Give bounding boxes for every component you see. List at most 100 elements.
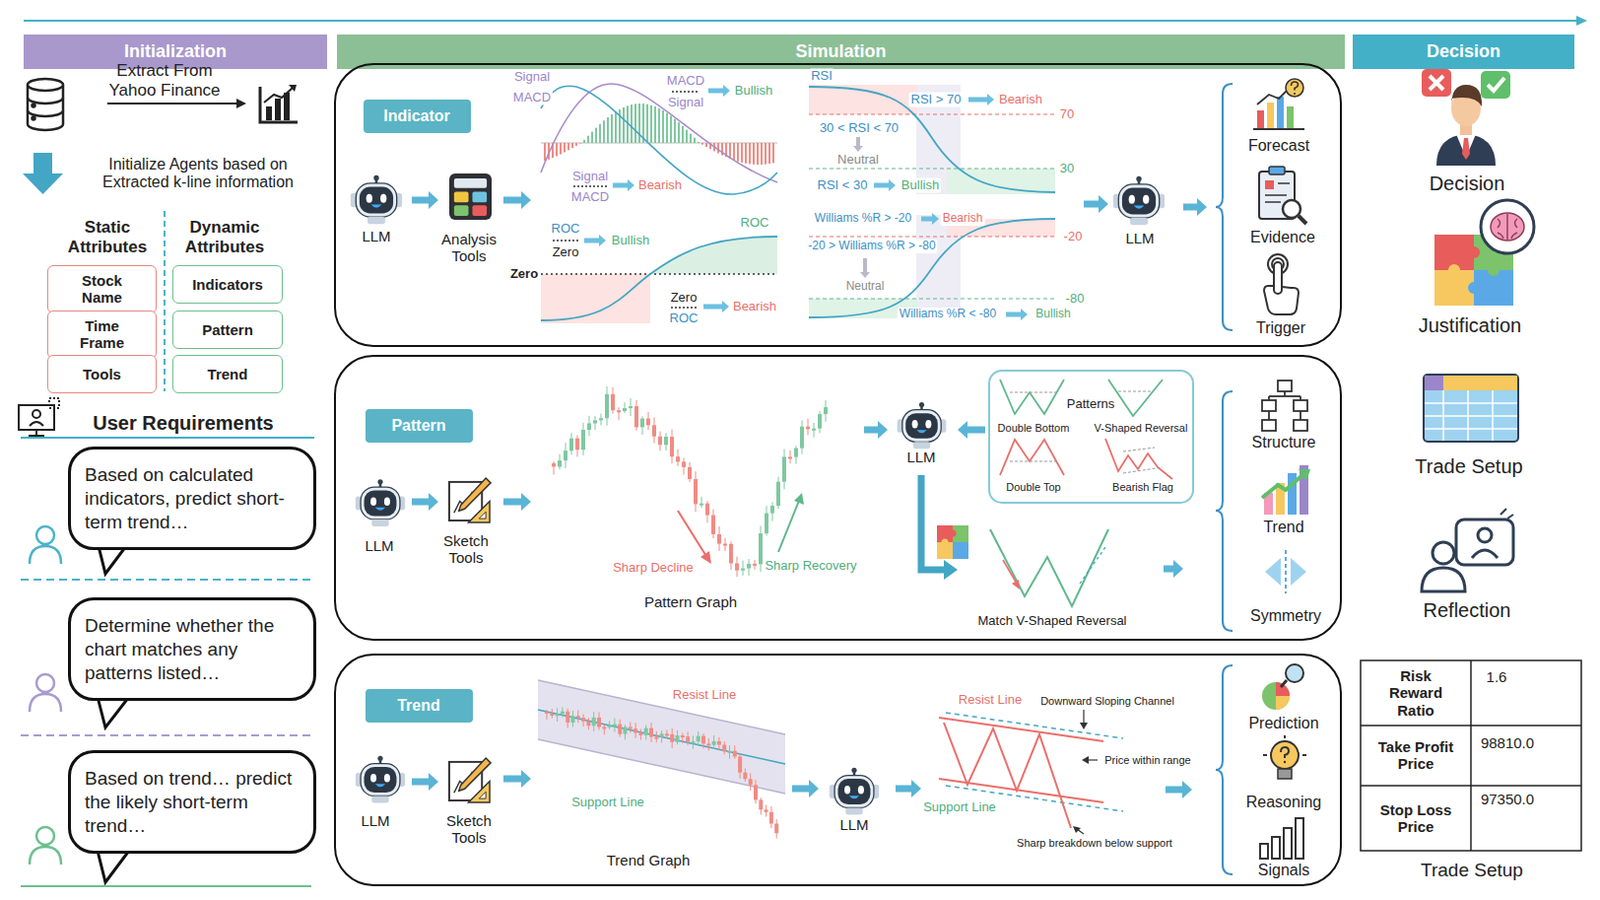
williams-chart-part <box>808 235 1056 237</box>
channel-sketch-part <box>1079 722 1088 730</box>
label-text: Trigger <box>1256 319 1306 337</box>
label-text: 30 < RSI < 70 <box>817 121 901 136</box>
structure-icon-part <box>1293 419 1308 431</box>
macd-histogram-part <box>744 142 747 164</box>
timeline-arrow-part <box>23 19 1577 22</box>
signals-icon <box>1260 817 1304 859</box>
structure-icon-part <box>1267 410 1270 420</box>
user-icon-part <box>29 846 62 865</box>
monitor-icon-part <box>29 421 44 426</box>
symmetry-icon-part <box>1284 549 1287 594</box>
label-text: MACD <box>569 190 611 205</box>
candles-part <box>640 418 645 428</box>
reasoning-icon-part <box>1270 740 1299 769</box>
label-text: -20 > Williams %R > -80 <box>805 239 937 254</box>
candlestick-chart-part <box>794 492 804 505</box>
match-arrow-head <box>943 559 958 580</box>
label-text: Prediction <box>1248 714 1319 733</box>
candles-part <box>576 715 581 718</box>
label-text: Symmetry <box>1250 606 1322 625</box>
symmetry-icon-part <box>1290 557 1307 586</box>
pattern-thumbnails-part <box>1105 438 1173 479</box>
user-icon-part <box>36 526 55 544</box>
label-text: Downward Sloping Channel <box>1038 694 1177 708</box>
macd-histogram-part <box>736 142 739 162</box>
database-icon-part <box>32 104 36 108</box>
macd-histogram-part <box>689 133 692 143</box>
label-text: Trend <box>1263 518 1304 536</box>
macd-histogram-part <box>555 142 558 156</box>
macd-histogram-part <box>591 132 594 143</box>
signal-arrow-part <box>853 136 864 152</box>
label-text: Reasoning <box>1246 793 1323 811</box>
prediction-icon-part <box>1280 679 1287 687</box>
candles-part <box>681 461 686 467</box>
channel-sketch-part <box>1082 709 1084 724</box>
robot-icon-part <box>829 767 879 815</box>
candles-part <box>681 733 683 743</box>
forecast-icon-part <box>1276 96 1284 129</box>
flow-arrow-part <box>503 191 532 209</box>
decision-icon <box>1421 68 1511 166</box>
chart-icon <box>260 84 298 123</box>
signal-arrow-part <box>584 234 606 247</box>
channel-sketch <box>938 709 1124 834</box>
candles-part <box>712 740 717 745</box>
database-icon-part <box>32 117 36 121</box>
v-pattern-match-part <box>1011 579 1020 590</box>
trigger-icon <box>1264 254 1299 315</box>
node-text: Tools <box>82 365 122 383</box>
trend-icon-part <box>1262 474 1303 498</box>
pattern-thumbnails-part <box>1108 379 1163 416</box>
label-text: Risk Reward Ratio <box>1381 666 1451 719</box>
candles-part <box>546 709 548 720</box>
label-text: Bullish <box>733 83 775 99</box>
candles-part <box>753 784 758 800</box>
label-text: MACD <box>665 73 707 89</box>
signal-arrow-part <box>873 179 896 192</box>
candles-part <box>664 436 668 445</box>
label-text: Take Profit Price <box>1371 737 1461 773</box>
puzzle-icon <box>936 525 969 559</box>
candles-part <box>722 744 727 752</box>
static-attribute-box: Time Frame <box>47 310 157 359</box>
candles-part <box>685 735 690 741</box>
justification-icon <box>1434 200 1534 306</box>
justification-icon-part <box>1480 200 1534 254</box>
macd-chart-part <box>540 83 778 183</box>
label-text: Forecast <box>1248 136 1310 155</box>
justification-icon-part <box>1497 213 1518 240</box>
signal-arrow <box>584 84 1028 321</box>
label-text: Bullish <box>899 178 941 194</box>
signal-arrow-part <box>968 93 995 106</box>
candles-part <box>742 560 744 576</box>
candles-part <box>592 717 597 726</box>
signal-arrow-part <box>1005 308 1028 321</box>
label-text: -80 <box>1064 291 1087 307</box>
candles-part <box>565 711 570 723</box>
decision-icon-part <box>1451 84 1482 107</box>
label-text: Zero <box>508 266 540 282</box>
roc-chart-part <box>540 273 651 324</box>
node-text: Time Frame <box>67 317 137 352</box>
label-text: Double Bottom <box>996 421 1072 435</box>
macd-histogram-part <box>646 104 649 143</box>
database-icon-part <box>27 78 64 91</box>
structure-icon-part <box>1299 410 1302 420</box>
v-pattern-match-part <box>1002 559 1017 584</box>
label-text: Bearish <box>997 92 1045 108</box>
trade-table <box>1360 660 1582 851</box>
flow-arrow-part <box>411 772 439 791</box>
reflection-icon-part <box>1432 541 1455 564</box>
trend-icon-part <box>1298 468 1311 481</box>
robot-icon-part <box>350 175 402 225</box>
evidence-icon-part <box>1265 180 1274 190</box>
trade-setup-icon <box>1423 374 1519 442</box>
pattern-thumbnails-part <box>1000 379 1065 414</box>
crossing-mark <box>552 91 700 308</box>
macd-histogram-part <box>717 142 720 153</box>
forecast-icon <box>1253 78 1305 130</box>
macd-histogram-part <box>733 142 735 160</box>
candles <box>551 386 828 577</box>
